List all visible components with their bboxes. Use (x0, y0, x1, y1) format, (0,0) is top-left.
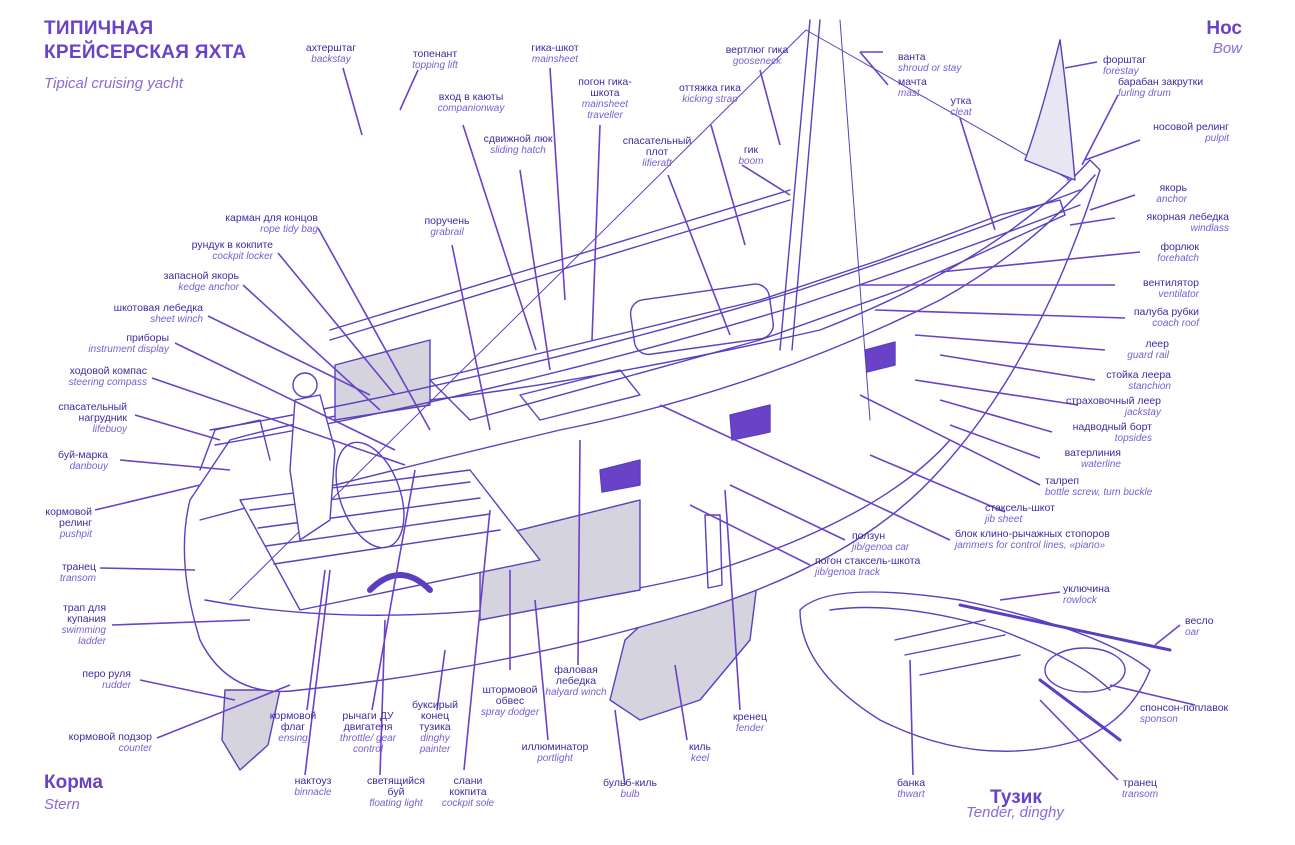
title-line-1: ТИПИЧНАЯ (44, 18, 154, 39)
stern-title: Корма (44, 772, 103, 793)
bow-subtitle: Bow (1212, 40, 1242, 57)
bow-title: Нос (1206, 18, 1242, 39)
tender-title: Тузик (990, 787, 1042, 808)
title-line-2: КРЕЙСЕРСКАЯ ЯХТА (44, 42, 247, 63)
title-english: Tipical cruising yacht (44, 75, 184, 92)
tender-subtitle: Tender, dinghy (966, 804, 1064, 821)
stern-subtitle: Stern (44, 796, 80, 813)
